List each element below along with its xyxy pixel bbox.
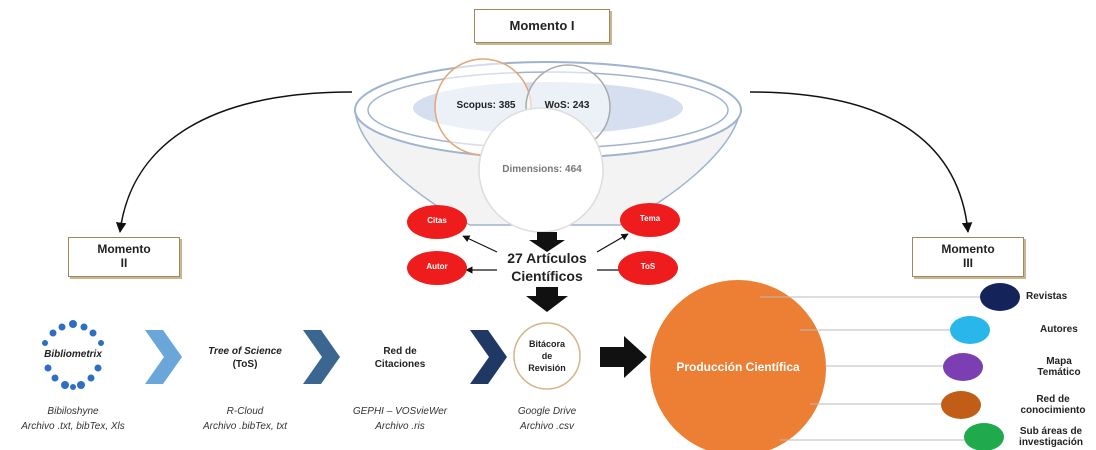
output-label-revistas-1: Revistas: [1026, 291, 1068, 302]
output-dot-subareas: [964, 423, 1004, 450]
tos-label: ToS: [640, 262, 656, 271]
arrow-to-production: [600, 336, 647, 378]
chevron-1-icon: [145, 330, 182, 384]
down-arrow-articles: [526, 287, 568, 312]
bitacora-title-3: Revisión: [528, 363, 566, 373]
citaciones-title-2: Citaciones: [374, 359, 426, 370]
scopus-label: Scopus: 385: [456, 100, 516, 111]
citaciones-files: Archivo .ris: [375, 421, 425, 432]
momento-ii-label-1: Momento: [97, 242, 151, 257]
bitacora-circle: [513, 322, 581, 390]
arrow-to-momento-ii: [115, 91, 353, 234]
arrow-to-citas: [462, 235, 498, 253]
momento-iii-label-1: Momento: [941, 242, 995, 257]
bibliometrix-logo: [42, 320, 104, 390]
bitacora-files: Archivo .csv: [520, 421, 574, 432]
tema-label: Tema: [639, 214, 661, 223]
bitacora-title-2: de: [541, 351, 553, 361]
bitacora-title-1: Bitácora: [528, 339, 565, 349]
output-label-red-1: Red de: [1036, 394, 1070, 405]
autor-label: Autor: [426, 262, 448, 271]
momento-ii-label-2: II: [120, 256, 128, 270]
wos-label: WoS: 243: [544, 100, 590, 111]
output-dot-mapa: [943, 353, 983, 381]
output-label-subareas-2: investigación: [1019, 437, 1083, 448]
citaciones-title-1: Red de: [383, 346, 417, 357]
output-label-revistas: Revistas: [1026, 291, 1094, 302]
production-title: Producción Científica: [676, 360, 800, 374]
autor-circle: [407, 251, 467, 285]
output-dot-revistas: [980, 283, 1020, 311]
momento-iii-box: Momento III: [912, 237, 1024, 277]
tos-step-files: Archivo .bibTex, txt: [202, 421, 288, 432]
output-label-red-2: conocimiento: [1020, 405, 1086, 416]
tos-circle: [618, 251, 678, 285]
arrow-to-tema: [596, 233, 629, 253]
citas-label: Citas: [427, 216, 447, 225]
momento-iii-label-2: III: [962, 256, 973, 270]
bibliometrix-tool: Bibiloshyne: [47, 406, 99, 417]
arrow-to-momento-iii: [749, 91, 973, 234]
citas-circle: [407, 205, 467, 239]
momento-i-box: Momento I: [474, 9, 610, 43]
output-dot-autores: [950, 316, 990, 344]
production-circle: [650, 280, 826, 450]
output-label-subareas-1: Sub áreas de: [1019, 426, 1083, 437]
output-label-mapa-2: Temático: [1037, 367, 1081, 378]
tos-step-title-1: Tree of Science: [208, 346, 282, 357]
citaciones-title: Red de Citaciones: [350, 345, 450, 371]
articles-line-2: Científicos: [511, 268, 583, 284]
tema-circle: [620, 203, 680, 237]
bitacora-title: Bitácora de Revisión: [515, 338, 579, 374]
articles-line-1: 27 Artículos: [507, 250, 587, 266]
chevron-3-icon: [470, 330, 507, 384]
bibliometrix-title: Bibliometrix: [44, 349, 102, 360]
output-label-mapa: Mapa Temático: [1024, 356, 1094, 378]
tos-step-title-2: (ToS): [232, 359, 258, 370]
down-arrow-funnel: [529, 232, 565, 252]
articles-title: 27 Artículos Científicos: [494, 249, 600, 285]
bibliometrix-files: Archivo .txt, bibTex, Xls: [21, 421, 125, 432]
tos-step-title: Tree of Science (ToS): [192, 345, 298, 371]
output-label-autores-1: Autores: [1040, 324, 1078, 335]
output-label-mapa-1: Mapa: [1046, 356, 1072, 367]
chevron-2-icon: [303, 330, 340, 384]
output-label-red: Red de conocimiento: [1012, 394, 1094, 416]
citaciones-tool: GEPHI – VOSvieWer: [352, 406, 448, 417]
output-dot-red: [941, 391, 981, 419]
momento-ii-box: Momento II: [68, 237, 180, 277]
bitacora-tool: Google Drive: [517, 406, 577, 417]
output-connectors: [760, 296, 985, 441]
tos-step-tool: R-Cloud: [226, 406, 264, 417]
output-label-autores: Autores: [1040, 324, 1094, 335]
dimensions-label: Dimensions: 464: [502, 164, 582, 175]
momento-i-label: Momento I: [509, 17, 575, 33]
output-label-subareas: Sub áreas de investigación: [1008, 426, 1094, 448]
